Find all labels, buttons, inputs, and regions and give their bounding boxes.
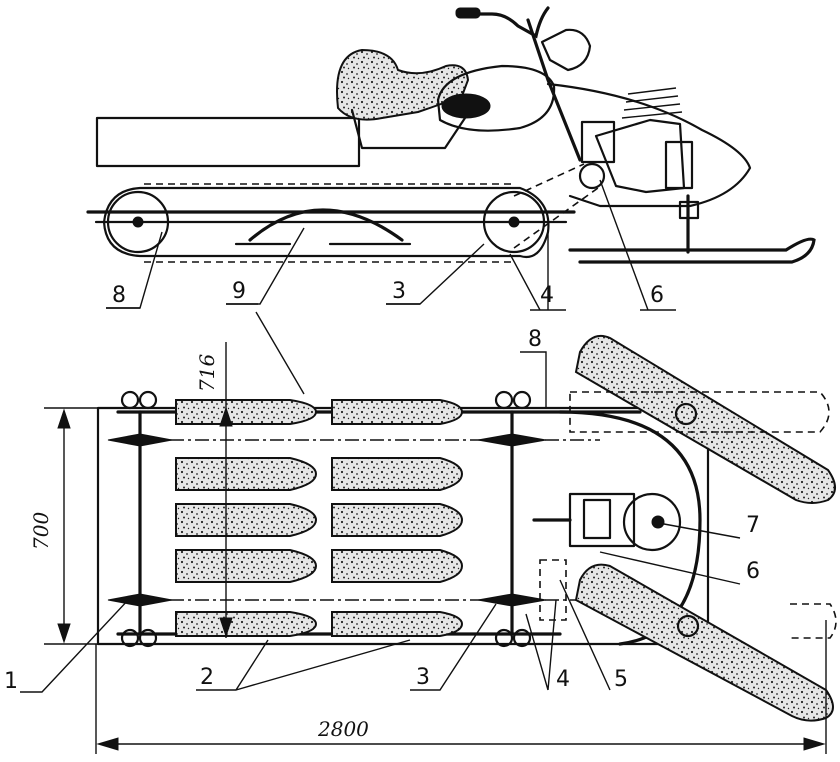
side-callout-9: 9 [232, 279, 246, 304]
tank-emblem [441, 93, 491, 119]
plan-callout-6: 6 [746, 559, 760, 584]
dimension-700: 700 [29, 512, 53, 550]
handlebar-grip [455, 7, 481, 19]
chain-guard [539, 559, 567, 621]
plan-callout-8: 8 [528, 327, 542, 352]
plan-callout-4: 4 [556, 667, 570, 692]
dimension-716: 716 [195, 354, 219, 392]
seat [336, 48, 470, 121]
engine [578, 87, 694, 194]
plan-callout-1: 1 [4, 669, 18, 694]
suspension-arc [248, 208, 404, 242]
engine-plan [532, 492, 682, 552]
front-ski [568, 237, 816, 264]
side-callout-6: 6 [650, 283, 664, 308]
cargo-box [95, 116, 361, 168]
track-slats [175, 399, 464, 637]
skis [569, 334, 837, 722]
side-callout-3: 3 [392, 279, 406, 304]
bearings [120, 390, 532, 648]
seat-base [350, 108, 467, 150]
side-view: 8 9 3 4 6 [86, 6, 816, 311]
plan-view: 8 1 2 3 4 5 6 7 700 716 2800 [4, 311, 837, 754]
handlebar [456, 6, 550, 39]
headlight [540, 28, 592, 72]
drive-chain [513, 163, 599, 249]
dimension-2800: 2800 [317, 717, 369, 741]
ski-clamp [678, 200, 700, 220]
side-callout-8: 8 [112, 283, 126, 308]
front-sprocket [482, 190, 546, 254]
side-callout-4: 4 [540, 283, 554, 308]
plan-callout-2: 2 [200, 665, 214, 690]
track-cleats [144, 183, 516, 263]
rear-sprocket [106, 190, 170, 254]
fuel-tank [436, 64, 556, 132]
steering-column [526, 18, 582, 162]
rear-axle [132, 216, 144, 228]
plan-callout-7: 7 [746, 513, 760, 538]
plan-callout-3: 3 [416, 665, 430, 690]
plan-callout-5: 5 [614, 667, 628, 692]
front-cowl [546, 82, 752, 208]
front-axle [508, 216, 520, 228]
